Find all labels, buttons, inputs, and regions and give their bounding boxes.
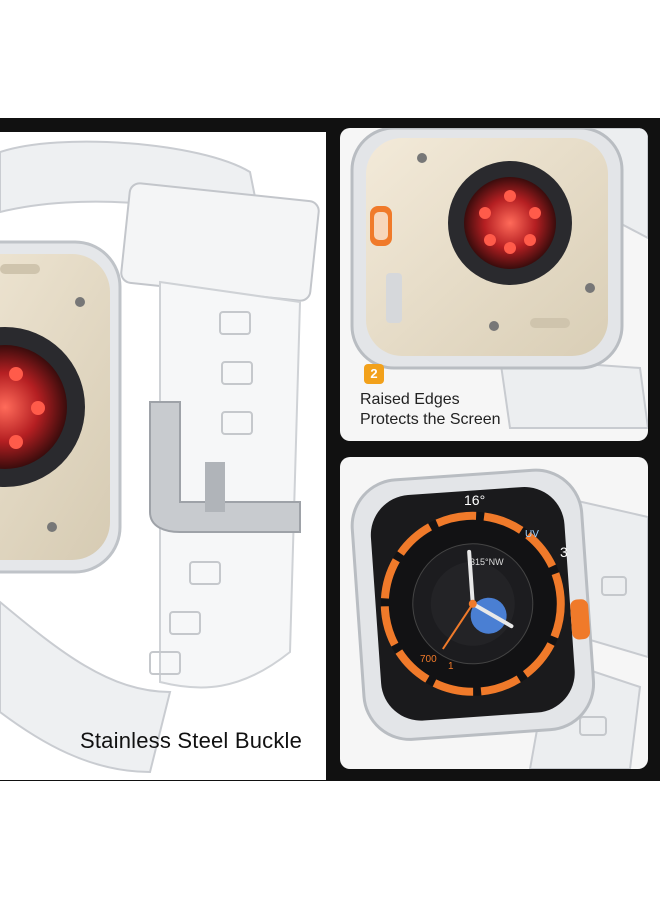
uv-complication: UV bbox=[525, 529, 539, 540]
buckle-caption: Stainless Steel Buckle bbox=[80, 728, 303, 753]
bottom-left-complication: 700 bbox=[420, 654, 437, 665]
temperature-complication: 16° bbox=[464, 492, 485, 508]
compass-readout: 315°NW bbox=[470, 557, 504, 567]
feature-number-badge: 2 bbox=[364, 364, 384, 384]
watch-front-illustration: 16° UV 3 315°NW 700 1 bbox=[350, 468, 648, 769]
raised-edges-caption: Raised Edges Protects the Screen bbox=[360, 390, 501, 430]
bottom-mid-complication: 1 bbox=[448, 661, 454, 672]
watch-back-buckle-illustration bbox=[0, 140, 320, 774]
caption-line-1: Raised Edges bbox=[360, 391, 460, 408]
caption-line-2: Protects the Screen bbox=[360, 411, 501, 428]
buckle-product-panel: Stainless Steel Buckle bbox=[0, 132, 326, 780]
right-complication: 3 bbox=[560, 544, 568, 560]
raised-edges-panel: 2 Raised Edges Protects the Screen bbox=[340, 128, 648, 441]
watch-front-panel: 16° UV 3 315°NW 700 1 bbox=[340, 457, 648, 769]
watch-back-raised-edges-illustration bbox=[350, 128, 648, 429]
